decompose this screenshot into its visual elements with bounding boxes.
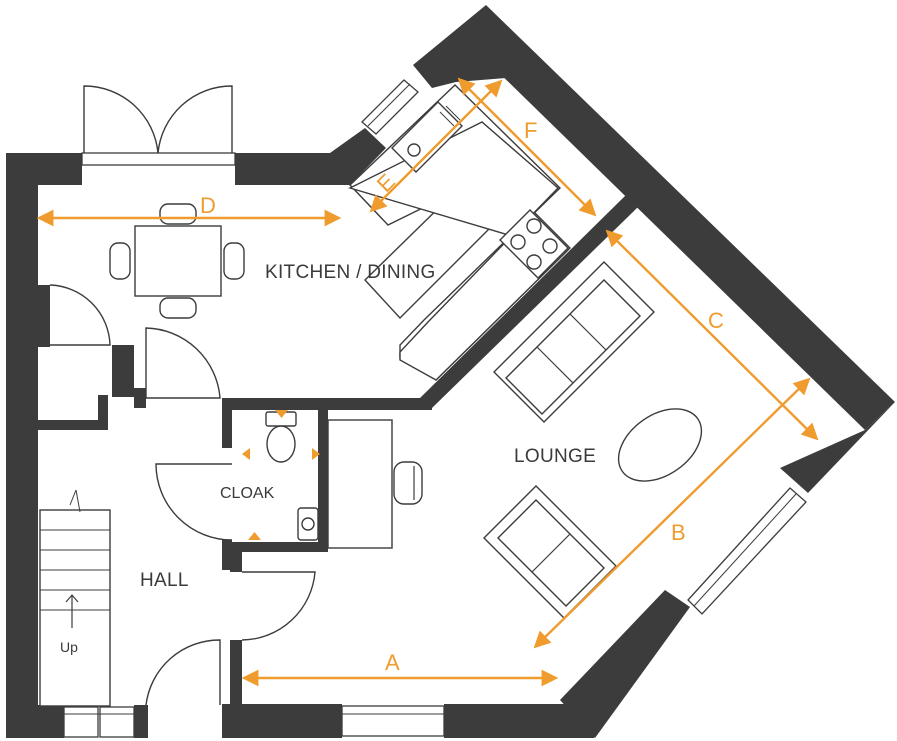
basin [297,507,319,541]
coffee-table [617,408,703,482]
dimension-line-f [457,77,597,217]
stairs-up-label: Up [60,639,78,655]
room-label-lounge: LOUNGE [514,446,596,467]
dimension-label-c: C [708,308,724,333]
interior-walls [38,195,638,738]
dimension-label-a: A [385,650,400,675]
room-label-kitchen-dining: KITCHEN / DINING [265,262,436,283]
dimension-line-b [533,377,811,649]
cloak-dimension-markers [242,410,320,540]
dimension-label-f: F [524,118,537,143]
staircase [39,489,111,707]
room-label-hall: HALL [140,570,189,591]
toilet [265,411,297,463]
hob [499,209,569,279]
sofa-small [483,485,617,619]
dining-table [109,203,245,319]
dimension-label-d: D [200,193,216,218]
room-label-cloak: CLOAK [220,485,275,502]
dimension-label-b: B [671,520,686,545]
doors [49,85,316,706]
dimension-lines [36,77,819,687]
desk [327,419,423,549]
